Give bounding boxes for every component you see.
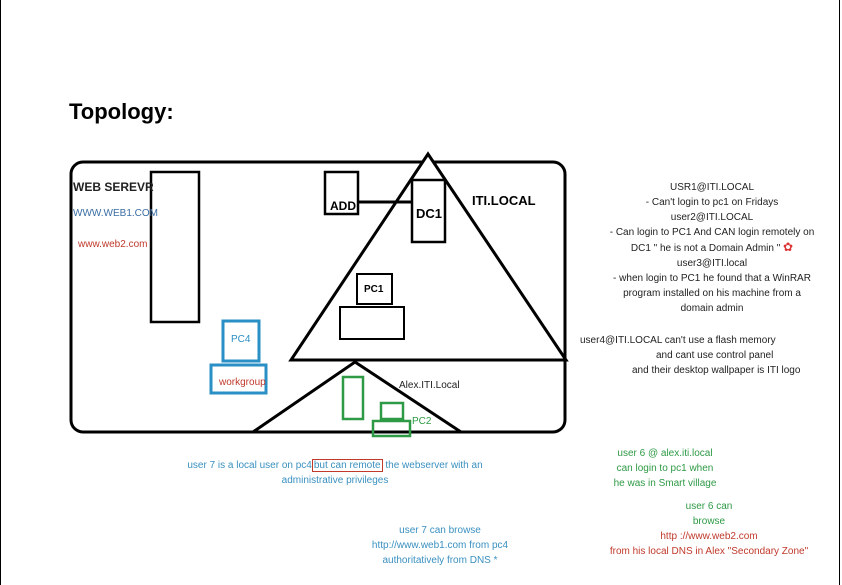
pc1-label: PC1 — [364, 284, 384, 295]
pc1-base — [339, 306, 405, 340]
pc4-base — [209, 363, 268, 395]
users-note: USR1@ITI.LOCAL - Can't login to pc1 on F… — [598, 180, 826, 316]
note-line: program installed on his machine from a — [623, 288, 801, 299]
dc1-label: DC1 — [416, 206, 443, 221]
site-web1-label: WWW.WEB1.COM — [73, 208, 158, 219]
highlight-box: but can remote — [311, 459, 383, 472]
note-line: - Can't login to pc1 on Fridays — [645, 197, 779, 208]
web-server-label: WEB SEREVR — [73, 180, 154, 194]
add-label: ADD — [330, 199, 356, 213]
user6-login-note: user 6 @ alex.iti.local can login to pc1… — [600, 446, 730, 491]
note-line: administrative privileges — [281, 475, 389, 486]
alex-server — [341, 375, 365, 421]
subdomain-label: Alex.ITI.Local — [399, 380, 460, 391]
pc2-monitor — [379, 401, 405, 421]
note-line: browse — [692, 516, 726, 527]
site-web2-label: www.web2.com — [78, 239, 148, 250]
domain-label: ITI.LOCAL — [472, 193, 536, 208]
add-box — [323, 170, 360, 216]
note-line: http ://www.web2.com — [660, 531, 758, 542]
note-line: user4@ITI.LOCAL can't use a flash memory — [580, 335, 776, 346]
note-line: user3@ITI.local — [676, 258, 748, 269]
pc1-monitor — [356, 273, 393, 305]
pc2-label: PC2 — [412, 416, 432, 427]
note-line: authoritatively from DNS * — [382, 555, 498, 566]
note-line: user2@ITI.LOCAL — [670, 212, 754, 223]
note-line: - when login to PC1 he found that a WinR… — [613, 273, 811, 284]
user4-note: user4@ITI.LOCAL can't use a flash memory… — [578, 333, 828, 378]
workgroup-label: workgroup — [219, 377, 266, 388]
user7-browse-note: user 7 can browse http://www.web1.com fr… — [360, 523, 520, 568]
note-line: USR1@ITI.LOCAL — [669, 182, 755, 193]
note-line: and their desktop wallpaper is ITI logo — [632, 365, 801, 376]
page-title: Topology: — [69, 99, 174, 124]
note-line: he was in Smart village — [613, 478, 717, 489]
subdomain-triangle — [248, 360, 466, 434]
note-line: user 6 @ alex.iti.local — [617, 448, 713, 459]
note-line: from his local DNS in Alex "Secondary Zo… — [609, 546, 809, 557]
note-line: http://www.web1.com from pc4 — [371, 540, 509, 551]
dc1-box — [410, 178, 447, 244]
note-line: can login to pc1 when — [616, 463, 714, 474]
pc4-label: PC4 — [231, 334, 251, 345]
note-line: DC1 " he is not a Domain Admin " ✿ — [630, 240, 794, 254]
pc4-monitor — [221, 319, 261, 363]
note-line: domain admin — [680, 303, 744, 314]
pc2-base — [371, 419, 412, 438]
note-line: and cant use control panel — [656, 350, 774, 361]
note-line: user 7 can browse — [399, 525, 481, 536]
note-line: user 6 can — [685, 501, 733, 512]
gear-icon: ✿ — [783, 240, 794, 254]
web-server-box — [149, 170, 201, 324]
user6-browse-note: user 6 can browse http ://www.web2.com f… — [598, 499, 820, 559]
note-line: - Can login to PC1 And CAN login remotel… — [609, 227, 815, 238]
